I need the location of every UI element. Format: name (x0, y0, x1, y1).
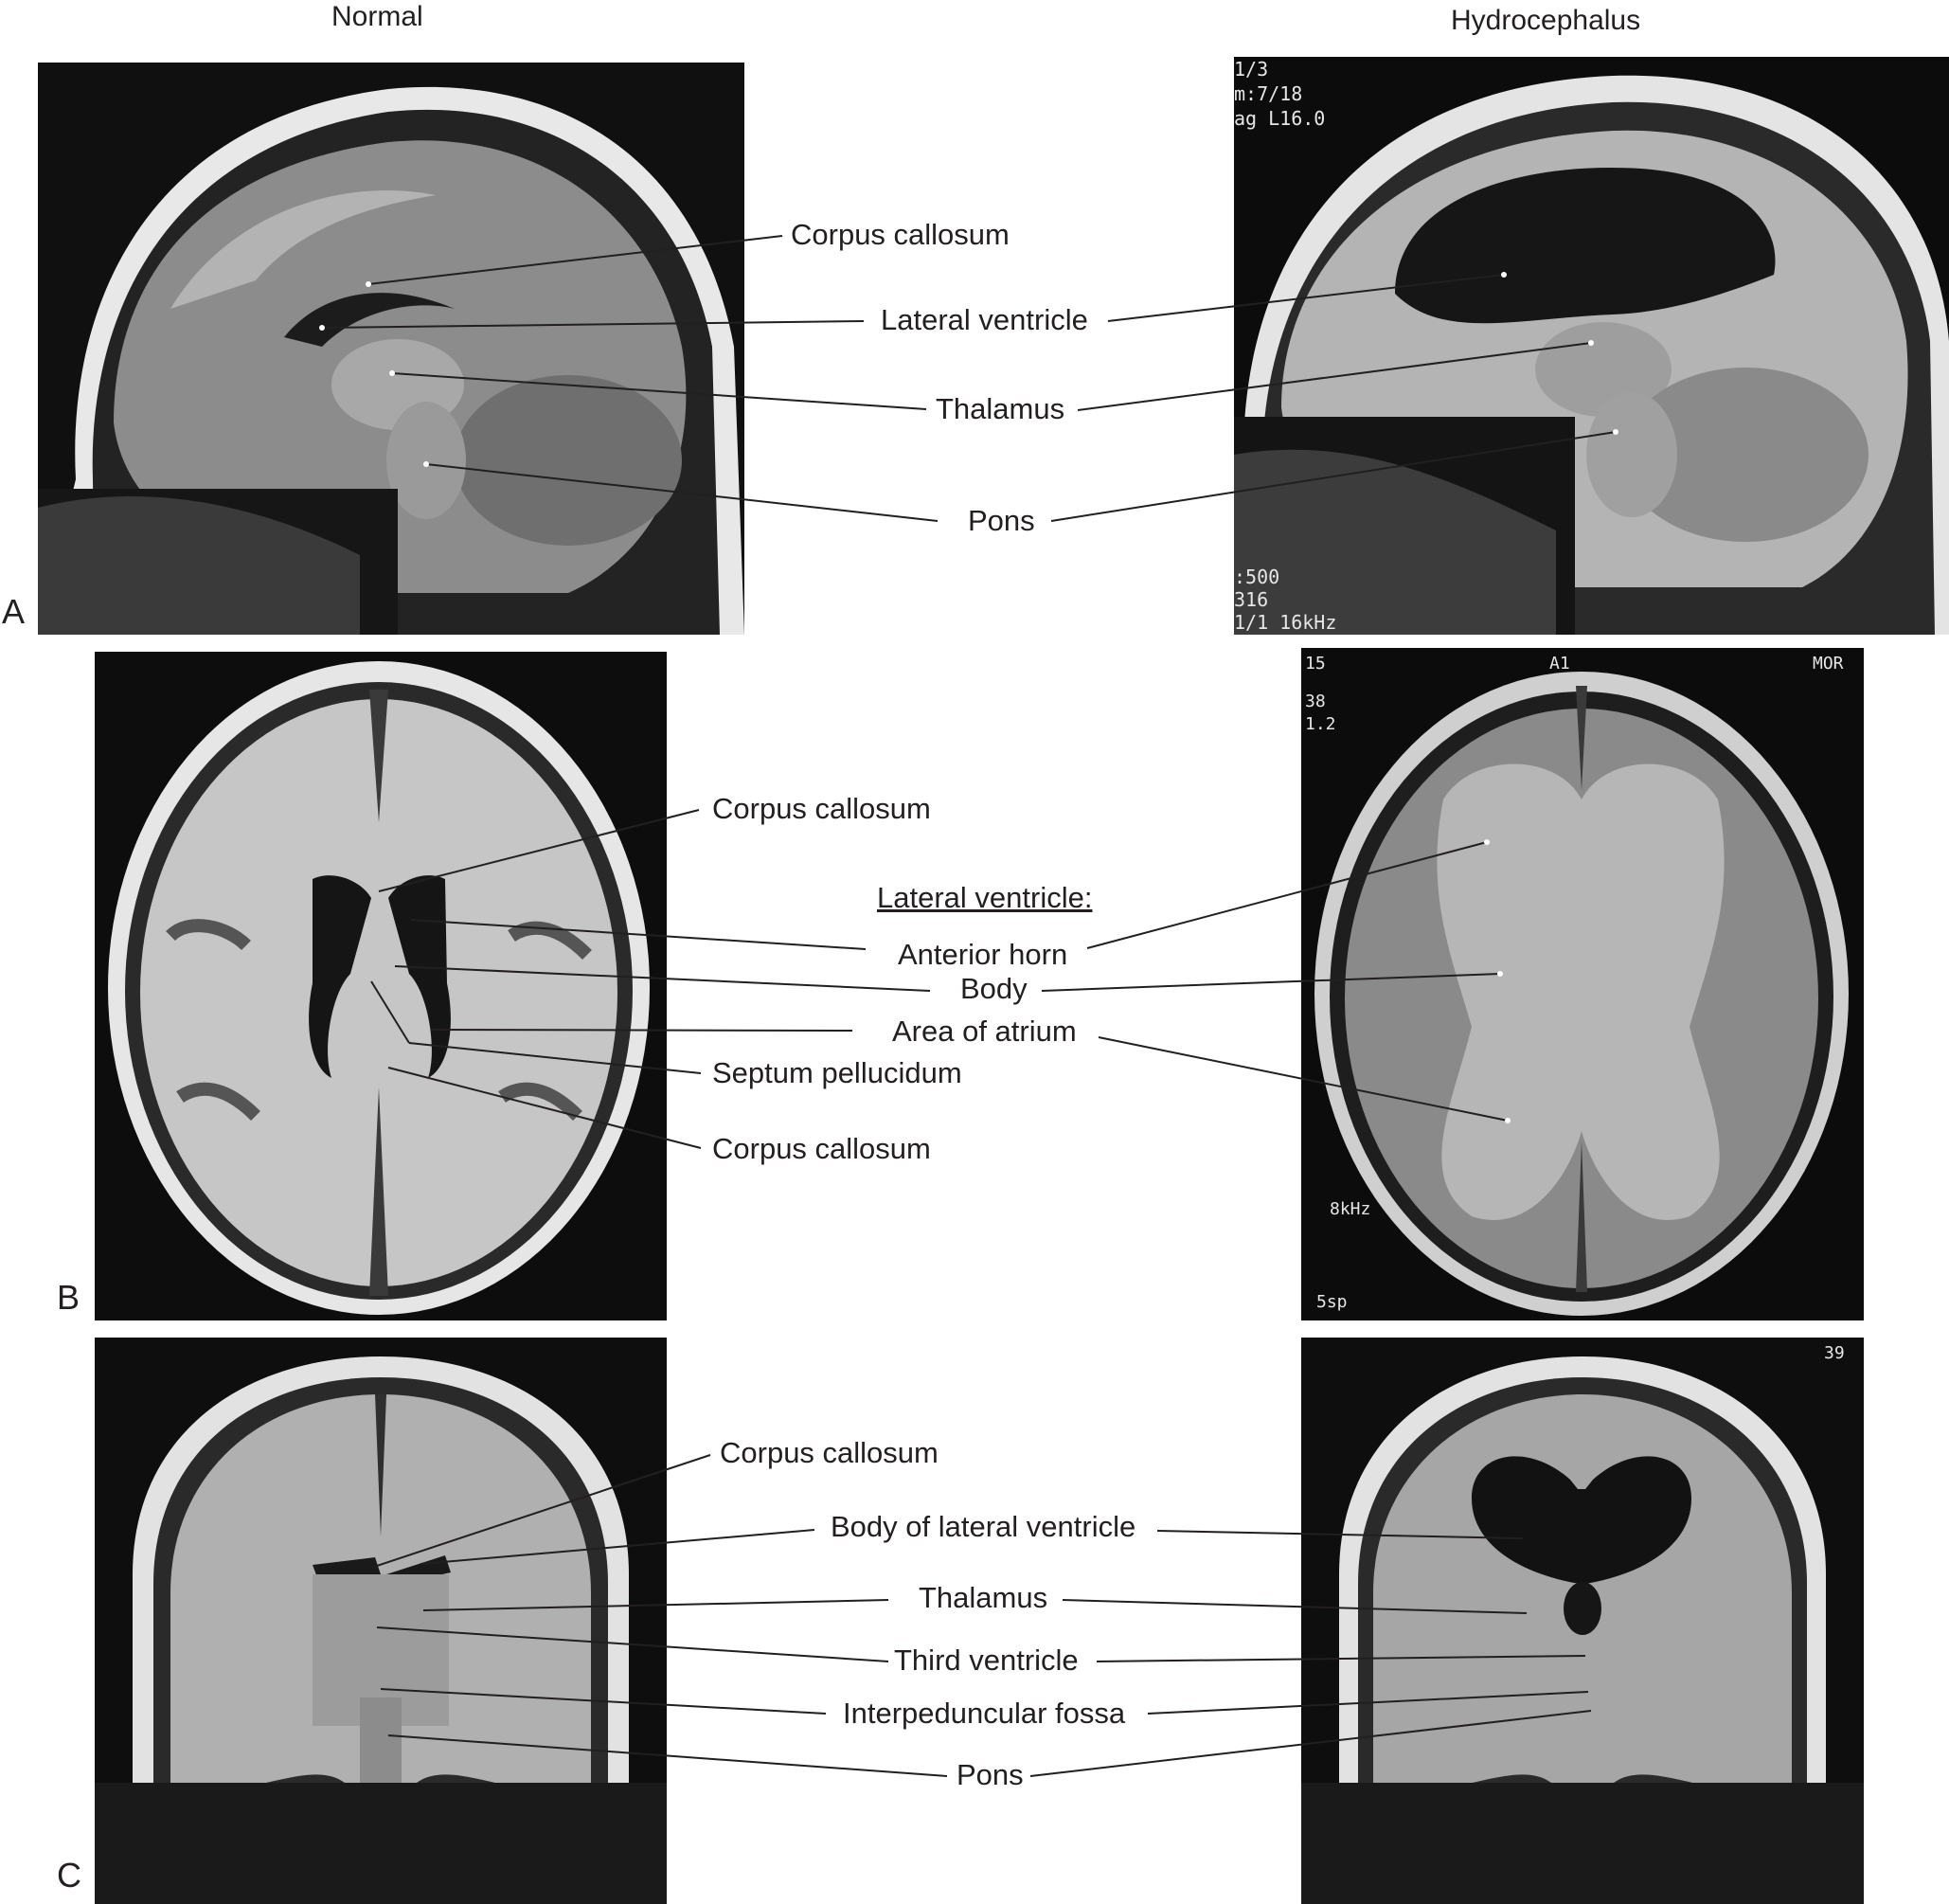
panel-c-letter: C (57, 1856, 81, 1895)
overlay-b-top-left-1: 15 (1305, 654, 1326, 674)
mri-normal-coronal (95, 1338, 667, 1904)
mri-normal-sagittal (38, 63, 744, 635)
overlay-a-top-3: ag L16.0 (1234, 107, 1325, 130)
label-b-septum-pellucidum: Septum pellucidum (708, 1056, 966, 1090)
overlay-c-top-right: 39 (1824, 1343, 1845, 1363)
label-a-corpus-callosum: Corpus callosum (787, 218, 1013, 252)
label-c-thalamus: Thalamus (915, 1581, 1052, 1615)
label-b-body: Body (957, 972, 1031, 1006)
panel-a-letter: A (2, 592, 26, 631)
overlay-b-bottom-left: 5sp (1316, 1292, 1348, 1312)
label-b-lateral-ventricle-heading: Lateral ventricle: (877, 881, 1093, 914)
overlay-b-mid-left: 8kHz (1330, 1199, 1370, 1219)
label-a-thalamus: Thalamus (932, 392, 1069, 426)
label-c-third-ventricle: Third ventricle (890, 1644, 1082, 1678)
overlay-b-top-left-3: 1.2 (1305, 714, 1336, 734)
overlay-a-bottom-2: 316 (1234, 588, 1268, 611)
mri-hydrocephalus-coronal: 39 (1301, 1338, 1864, 1904)
overlay-b-top-right: MOR (1813, 654, 1844, 674)
overlay-a-top-1: 1/3 (1234, 58, 1268, 81)
label-b-corpus-callosum-lower: Corpus callosum (708, 1132, 935, 1166)
label-c-pons: Pons (953, 1758, 1028, 1792)
label-c-corpus-callosum: Corpus callosum (716, 1436, 942, 1470)
overlay-a-top-2: m:7/18 (1234, 82, 1302, 105)
overlay-b-top-center: A1 (1549, 654, 1570, 674)
mri-normal-axial (95, 652, 667, 1320)
label-b-anterior-horn: Anterior horn (894, 938, 1072, 972)
panel-b-letter: B (57, 1278, 80, 1317)
mri-hydrocephalus-axial: 15 38 1.2 A1 MOR 8kHz 5sp (1301, 648, 1864, 1320)
label-a-lateral-ventricle: Lateral ventricle (877, 303, 1092, 337)
label-b-corpus-callosum-upper: Corpus callosum (708, 792, 935, 826)
label-c-body-of-lateral-ventricle: Body of lateral ventricle (827, 1510, 1140, 1544)
label-a-pons: Pons (964, 504, 1039, 538)
label-c-interpeduncular-fossa: Interpeduncular fossa (839, 1697, 1130, 1731)
label-b-area-of-atrium: Area of atrium (888, 1015, 1081, 1049)
hydrocephalus-column-title: Hydrocephalus (1451, 5, 1641, 36)
overlay-a-bottom-1: :500 (1234, 566, 1279, 588)
overlay-b-top-left-2: 38 (1305, 692, 1326, 711)
mri-hydrocephalus-sagittal: 1/3 m:7/18 ag L16.0 :500 316 1/1 16kHz (1234, 57, 1949, 635)
overlay-a-bottom-3: 1/1 16kHz (1234, 611, 1336, 634)
normal-column-title: Normal (331, 1, 423, 32)
